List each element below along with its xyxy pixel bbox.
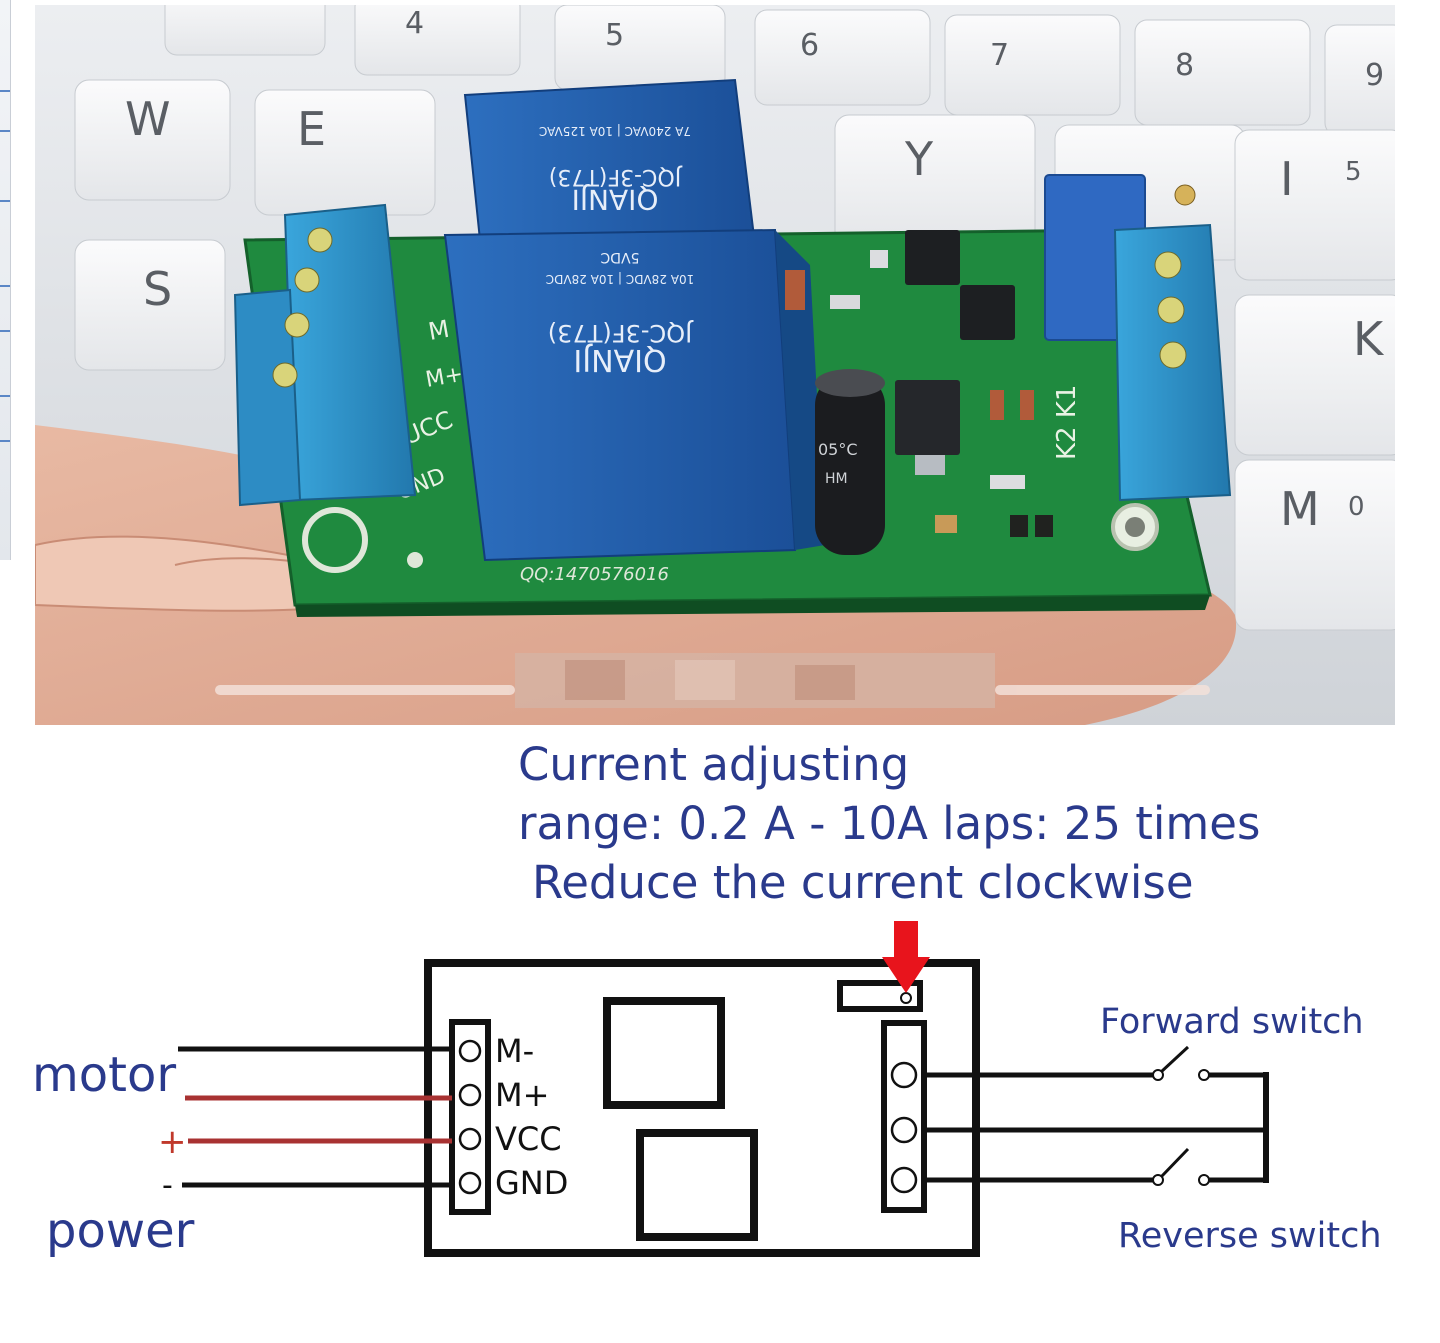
terminal-block-left xyxy=(233,203,417,507)
adjust-arrow-icon xyxy=(882,921,930,993)
pin-hole xyxy=(890,1061,918,1089)
potentiometer-symbol xyxy=(837,980,923,1012)
pin-hole xyxy=(458,1083,482,1107)
svg-text:9: 9 xyxy=(1365,58,1384,93)
svg-text:M: M xyxy=(1280,482,1320,536)
terminal-block-right xyxy=(1113,223,1232,502)
keyboard: W E S 4 5 6 7 8 9 Y I 5 K M 0 xyxy=(74,5,1395,631)
relay-box-2 xyxy=(636,1129,758,1241)
pin-hole xyxy=(458,1171,482,1195)
key-e: E xyxy=(297,102,326,156)
note-line-1: Current adjusting xyxy=(518,738,909,791)
pin-label-vcc: VCC xyxy=(495,1120,562,1158)
label-power: power xyxy=(46,1203,195,1259)
svg-text:10A 28VDC | 10A 28VDC: 10A 28VDC | 10A 28VDC xyxy=(546,272,694,286)
pin-hole xyxy=(890,1116,918,1144)
watermark-blur xyxy=(215,653,1210,708)
svg-text:4: 4 xyxy=(405,6,424,41)
pin-header-right xyxy=(881,1020,927,1213)
capacitor: 05°C HM xyxy=(815,369,885,555)
pin-label-m-plus: M+ xyxy=(495,1076,549,1114)
label-reverse-switch: Reverse switch xyxy=(1118,1216,1382,1256)
svg-text:5: 5 xyxy=(1345,157,1362,187)
svg-text:K2 K1: K2 K1 xyxy=(1052,385,1082,460)
svg-text:05°C: 05°C xyxy=(818,440,858,459)
svg-text:JQC-3F(T73): JQC-3F(T73) xyxy=(549,164,683,189)
wiring-diagram: Current adjusting range: 0.2 A - 10A lap… xyxy=(0,725,1440,1343)
note-line-3: Reduce the current clockwise xyxy=(532,856,1194,909)
pin-hole xyxy=(458,1039,482,1063)
note-line-2: range: 0.2 A - 10A laps: 25 times xyxy=(518,797,1260,850)
svg-text:5: 5 xyxy=(605,18,624,53)
svg-text:I: I xyxy=(1280,152,1294,206)
label-forward-switch: Forward switch xyxy=(1100,1002,1364,1042)
window-left-edge xyxy=(0,0,11,560)
svg-text:Y: Y xyxy=(904,132,934,186)
label-motor: motor xyxy=(32,1047,176,1103)
svg-text:8: 8 xyxy=(1175,48,1194,83)
relay-bottom: QIANJI JQC-3F(T73) 10A 28VDC | 10A 28VDC… xyxy=(443,228,825,562)
relay-top: QIANJI JQC-3F(T73) 7A 240VAC | 10A 125VA… xyxy=(463,78,757,247)
svg-text:JQC-3F(T73): JQC-3F(T73) xyxy=(548,319,694,347)
label-minus: - xyxy=(162,1168,173,1203)
pin-hole xyxy=(458,1127,482,1151)
svg-text:7A 240VAC | 10A 125VAC: 7A 240VAC | 10A 125VAC xyxy=(539,124,691,138)
svg-text:K: K xyxy=(1353,312,1385,366)
label-plus: + xyxy=(158,1122,187,1162)
reverse-switch-symbol xyxy=(1152,1147,1266,1186)
svg-text:M: M xyxy=(426,315,451,346)
pin-header-left xyxy=(449,1019,491,1215)
svg-text:6: 6 xyxy=(800,28,819,63)
product-photo: W E S 4 5 6 7 8 9 Y I 5 K M 0 xyxy=(35,5,1395,725)
relay-box-1 xyxy=(603,997,725,1109)
pin-label-gnd: GND xyxy=(495,1164,568,1202)
svg-text:HM: HM xyxy=(825,471,848,487)
key-s: S xyxy=(143,262,172,316)
pin-label-m-minus: M- xyxy=(495,1032,534,1070)
svg-text:5VDC: 5VDC xyxy=(600,249,639,265)
key-w: W xyxy=(125,92,170,146)
svg-text:QIANJI: QIANJI xyxy=(573,342,666,377)
ics xyxy=(785,230,1053,537)
pin-hole xyxy=(890,1166,918,1194)
svg-text:QIANJI: QIANJI xyxy=(572,183,659,216)
svg-text:0: 0 xyxy=(1348,492,1365,522)
svg-text:QQ:1470576016: QQ:1470576016 xyxy=(520,564,669,585)
svg-text:7: 7 xyxy=(990,38,1009,73)
forward-switch-symbol xyxy=(1152,1045,1266,1081)
